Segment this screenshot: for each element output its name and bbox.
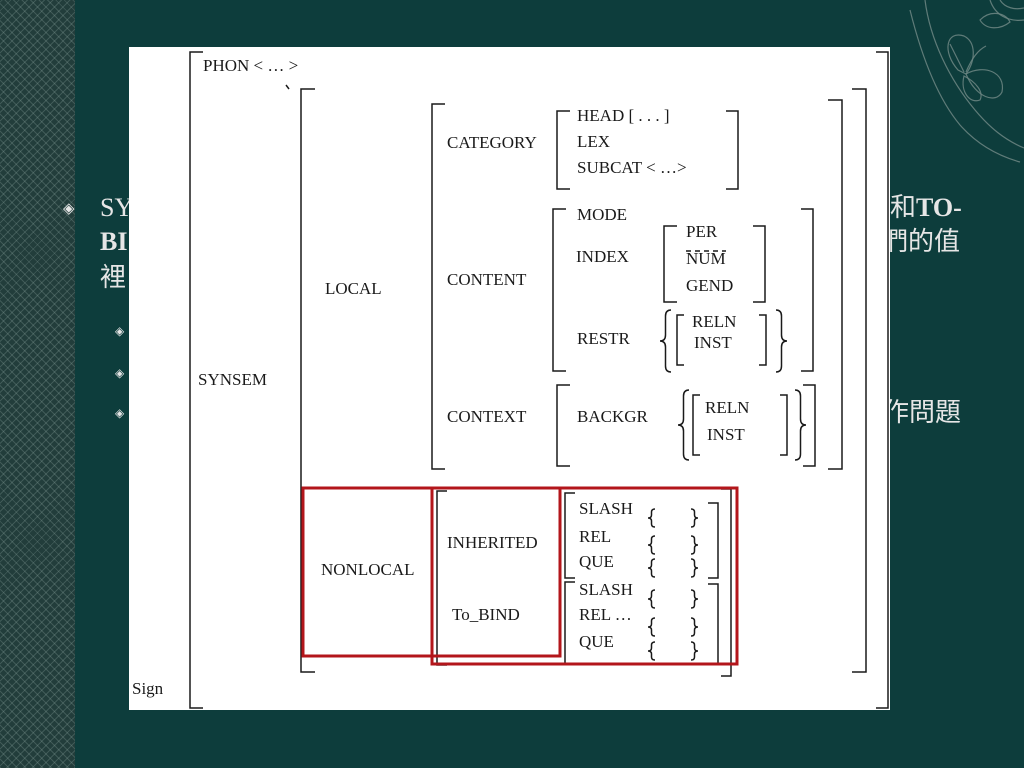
bullet1-line1-right-bold-text: TO- xyxy=(916,193,962,222)
inherited-bracket-left xyxy=(564,492,575,579)
ornament-stem-main xyxy=(924,0,1024,149)
sub-bullet-icon: ◈ xyxy=(115,366,125,380)
sign-bracket-left xyxy=(189,51,203,709)
lex-feature: LEX xyxy=(577,132,611,151)
bullet1-line1-right-text: 和 xyxy=(890,193,917,222)
ornament-leaf-top xyxy=(989,0,1024,21)
local-label: LOCAL xyxy=(325,279,382,298)
nonlocal-bracket-right xyxy=(721,488,732,677)
content-bracket-left xyxy=(552,208,566,372)
restr-inst-feature: INST xyxy=(694,333,732,352)
index-label: INDEX xyxy=(576,247,629,266)
context-bracket-right xyxy=(803,384,816,467)
bullet1-line1-left-fragment: SY xyxy=(100,193,134,222)
sub-bullet-icon: ◈ xyxy=(115,406,125,420)
ornament-wing-lower xyxy=(962,75,982,102)
ornament-leaf xyxy=(979,12,1011,29)
backgr-set-brace-open xyxy=(677,389,690,461)
head-feature: HEAD [ . . . ] xyxy=(577,106,670,125)
to-bind-slash-brace-open xyxy=(647,589,656,609)
inherited-que-brace-open xyxy=(647,558,656,578)
synsem-bracket-right xyxy=(852,88,867,673)
to-bind-rel-feature: REL … xyxy=(579,605,632,624)
feature-structure-figure: PHON < … > SYNSEM Sign LOCAL CATEGORY HE… xyxy=(129,47,890,710)
to-bind-que-feature: QUE xyxy=(579,632,614,651)
synsem-bracket-left xyxy=(300,88,315,673)
backgr-item-bracket-left xyxy=(692,394,700,456)
category-bracket-right xyxy=(726,110,739,190)
phon-feature: PHON < … > xyxy=(203,56,299,75)
index-bracket-left xyxy=(663,225,677,303)
local-bracket-left xyxy=(431,103,445,470)
to-bind-bracket-right xyxy=(708,583,719,665)
restr-reln-feature: RELN xyxy=(692,312,737,331)
restr-set-brace-close xyxy=(775,309,788,373)
restr-set-brace-open xyxy=(659,309,672,373)
sub-bullet3-right-fragment: 作問題 xyxy=(883,398,962,427)
inherited-label: INHERITED xyxy=(447,533,538,552)
decorative-left-strip xyxy=(0,0,75,768)
mode-feature: MODE xyxy=(577,205,628,224)
bullet-icon: ◈ xyxy=(63,199,75,217)
bullet1-line2-left-fragment: BI xyxy=(100,227,128,256)
backgr-inst-feature: INST xyxy=(707,425,745,444)
category-bracket-left xyxy=(556,110,570,190)
num-feature: NUM xyxy=(686,249,726,268)
inherited-slash-brace-open xyxy=(647,508,656,528)
local-bracket-right xyxy=(828,99,843,470)
inherited-slash-feature: SLASH xyxy=(579,499,633,518)
gend-feature: GEND xyxy=(686,276,734,295)
highlight-box-nonlocal-values xyxy=(430,486,739,666)
category-label: CATEGORY xyxy=(447,133,537,152)
backgr-reln-feature: RELN xyxy=(705,398,750,417)
inherited-rel-brace-open xyxy=(647,535,656,555)
nonlocal-bracket-left xyxy=(436,490,447,666)
to-bind-label: To_BIND xyxy=(452,605,520,624)
inherited-bracket-right xyxy=(708,502,719,579)
sign-label: Sign xyxy=(132,679,164,698)
bullet1-line2-right-fragment: 們的值 xyxy=(882,227,961,256)
to-bind-slash-feature: SLASH xyxy=(579,580,633,599)
content-label: CONTENT xyxy=(447,270,527,289)
inherited-que-feature: QUE xyxy=(579,552,614,571)
context-bracket-left xyxy=(556,384,570,467)
ornament-wing-left xyxy=(947,34,974,75)
sub-bullet-icon: ◈ xyxy=(115,324,125,338)
to-bind-que-brace-open xyxy=(647,641,656,661)
restr-item-bracket-right xyxy=(759,314,767,366)
decorative-ornament xyxy=(909,0,1024,163)
backgr-set-brace-close xyxy=(794,389,807,461)
nonlocal-label: NONLOCAL xyxy=(321,560,415,579)
sign-bracket-right xyxy=(876,51,889,709)
subcat-feature: SUBCAT < …> xyxy=(577,158,687,177)
synsem-label: SYNSEM xyxy=(198,370,267,389)
to-bind-que-brace-close xyxy=(690,641,699,661)
to-bind-rel-brace-close xyxy=(690,617,699,637)
per-feature: PER xyxy=(686,222,718,241)
ornament-stem-second xyxy=(909,9,1021,163)
inherited-rel-brace-close xyxy=(690,535,699,555)
content-bracket-right xyxy=(801,208,814,372)
avm-brackets xyxy=(189,51,889,709)
ornament-leaf-top-small xyxy=(999,0,1024,10)
inherited-slash-brace-close xyxy=(690,508,699,528)
restr-item-bracket-left xyxy=(676,314,684,366)
backgr-item-bracket-right xyxy=(780,394,788,456)
context-label: CONTEXT xyxy=(447,407,527,426)
backgr-label: BACKGR xyxy=(577,407,648,426)
stray-mark xyxy=(285,84,290,90)
to-bind-slash-brace-close xyxy=(690,589,699,609)
bullet1-line1-right-fragment: 和TO- xyxy=(890,193,962,223)
ornament-wing-right xyxy=(965,69,1004,99)
to-bind-rel-brace-open xyxy=(647,617,656,637)
ornament-antenna-right xyxy=(965,45,987,73)
restr-label: RESTR xyxy=(577,329,630,348)
inherited-rel-feature: REL xyxy=(579,527,612,546)
bullet1-line3-left-fragment: 裡 xyxy=(100,263,127,292)
to-bind-bracket-left xyxy=(564,581,575,665)
index-bracket-right xyxy=(753,225,766,303)
ornament-antenna-left xyxy=(949,43,965,73)
inherited-que-brace-close xyxy=(690,558,699,578)
